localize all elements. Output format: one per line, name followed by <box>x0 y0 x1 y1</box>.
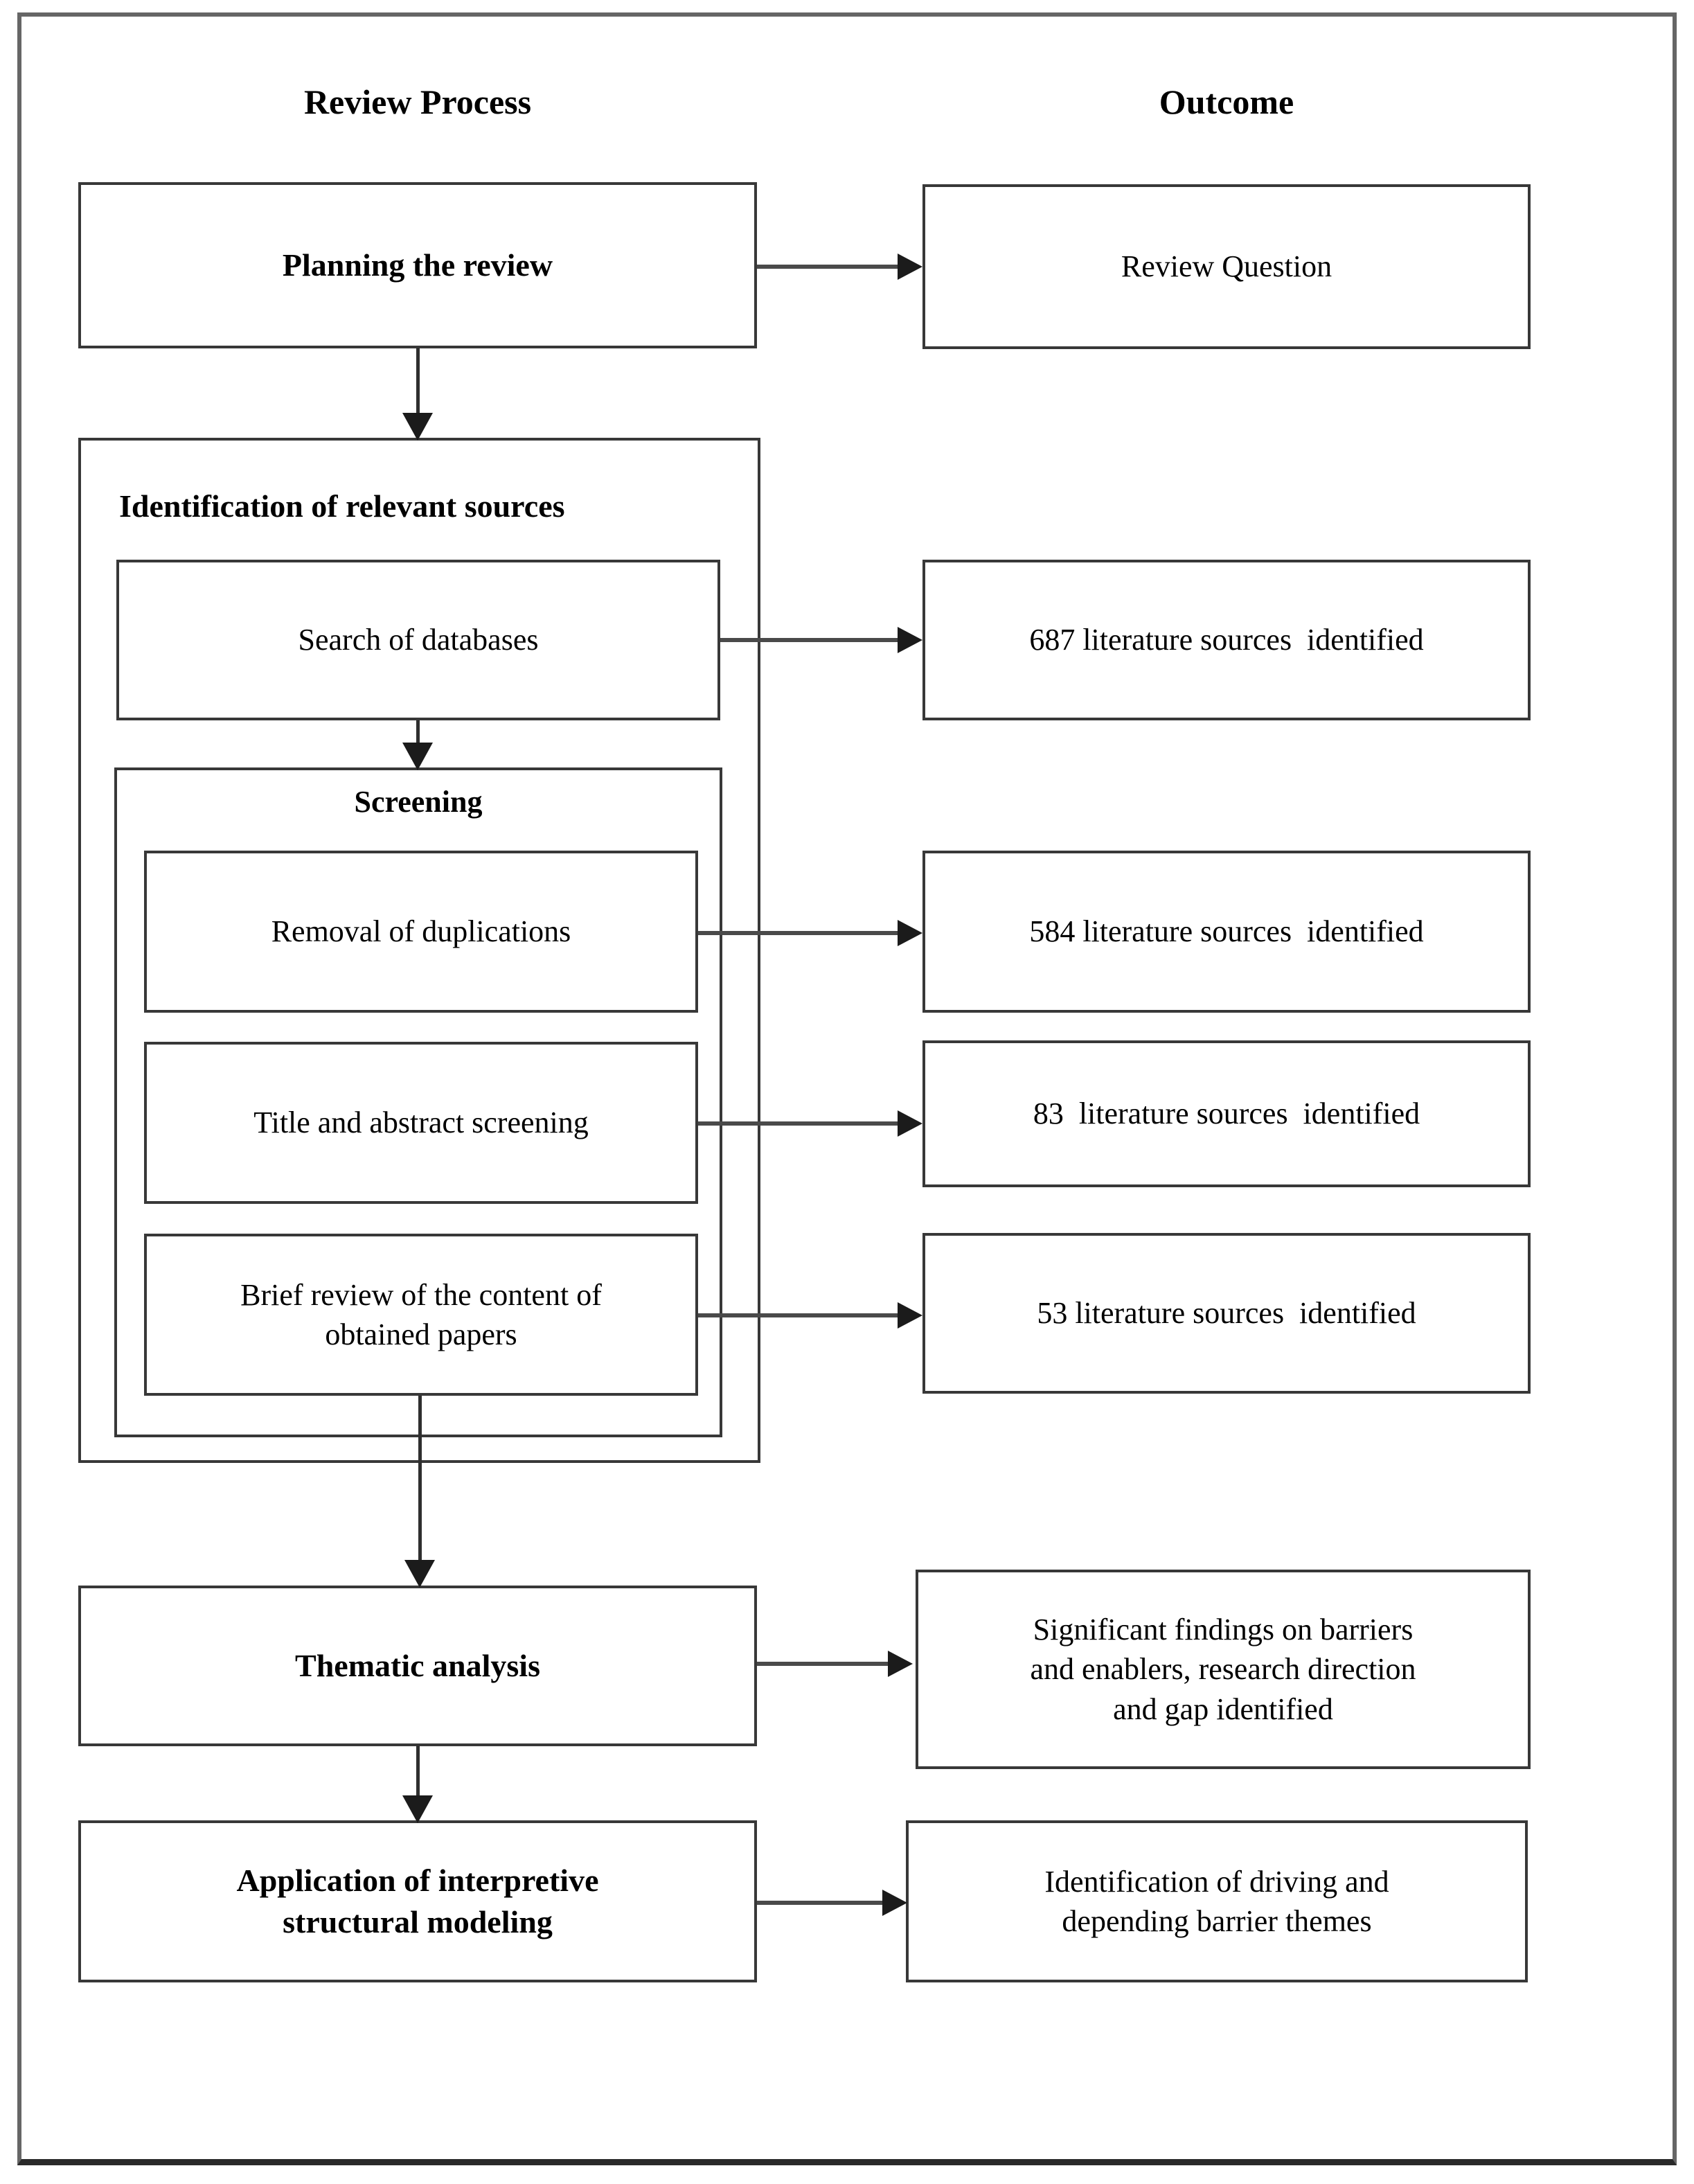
arrow-thematic-to-findings <box>757 1650 913 1678</box>
arrowhead-right-icon <box>882 1890 907 1916</box>
arrowhead-right-icon <box>888 1651 913 1677</box>
arrowhead-right-icon <box>898 627 922 653</box>
arrowhead-down-icon <box>402 413 433 441</box>
outcome-significant-findings: Significant findings on barriers and ena… <box>916 1570 1531 1769</box>
arrow-title-abstract-to-83 <box>698 1110 922 1137</box>
arrow-search-to-687 <box>720 626 922 654</box>
arrowhead-down-icon <box>402 1795 433 1823</box>
outcome-review-question: Review Question <box>922 184 1531 349</box>
arrow-search-to-screening <box>402 720 433 770</box>
arrow-shaft <box>416 720 420 751</box>
arrowhead-right-icon <box>898 920 922 946</box>
node-planning-the-review: Planning the review <box>78 182 757 348</box>
arrowhead-right-icon <box>898 1110 922 1137</box>
node-brief-review-of-content: Brief review of the content of obtained … <box>144 1234 698 1396</box>
arrow-ism-to-driving-themes <box>757 1889 907 1917</box>
arrow-shaft <box>757 265 903 269</box>
arrow-shaft <box>418 1396 422 1568</box>
arrow-planning-to-review-question <box>757 253 922 281</box>
outcome-687-sources: 687 literature sources identified <box>922 560 1531 720</box>
arrow-removal-to-584 <box>698 919 922 947</box>
arrowhead-down-icon <box>402 743 433 770</box>
node-search-of-databases: Search of databases <box>116 560 720 720</box>
arrow-shaft <box>698 1121 903 1126</box>
arrowhead-down-icon <box>404 1560 435 1588</box>
node-removal-of-duplications: Removal of duplications <box>144 851 698 1013</box>
node-thematic-analysis: Thematic analysis <box>78 1586 757 1746</box>
outcome-column-header: Outcome <box>1159 82 1294 121</box>
arrowhead-right-icon <box>898 254 922 280</box>
arrow-shaft <box>698 931 903 935</box>
outcome-driving-depending-themes: Identification of driving and depending … <box>906 1820 1528 1982</box>
node-interpretive-structural-modeling: Application of interpretive structural m… <box>78 1820 757 1982</box>
arrow-shaft <box>698 1313 903 1317</box>
node-title-abstract-screening: Title and abstract screening <box>144 1042 698 1204</box>
review-process-column-header: Review Process <box>303 82 532 121</box>
arrow-planning-to-identification <box>402 348 433 441</box>
arrow-shaft <box>416 1746 420 1804</box>
arrow-shaft <box>416 348 420 421</box>
arrow-brief-review-to-53 <box>698 1302 922 1329</box>
arrow-shaft <box>757 1662 893 1666</box>
outcome-584-sources: 584 literature sources identified <box>922 851 1531 1013</box>
arrow-shaft <box>720 638 903 642</box>
arrow-shaft <box>757 1901 888 1905</box>
arrow-screening-to-thematic <box>404 1396 435 1588</box>
outcome-83-sources: 83 literature sources identified <box>922 1040 1531 1187</box>
arrow-thematic-to-ism <box>402 1746 433 1823</box>
container-screening-label: Screening <box>354 785 483 819</box>
outcome-53-sources: 53 literature sources identified <box>922 1233 1531 1394</box>
arrowhead-right-icon <box>898 1302 922 1329</box>
container-identification-label: Identification of relevant sources <box>119 488 565 524</box>
